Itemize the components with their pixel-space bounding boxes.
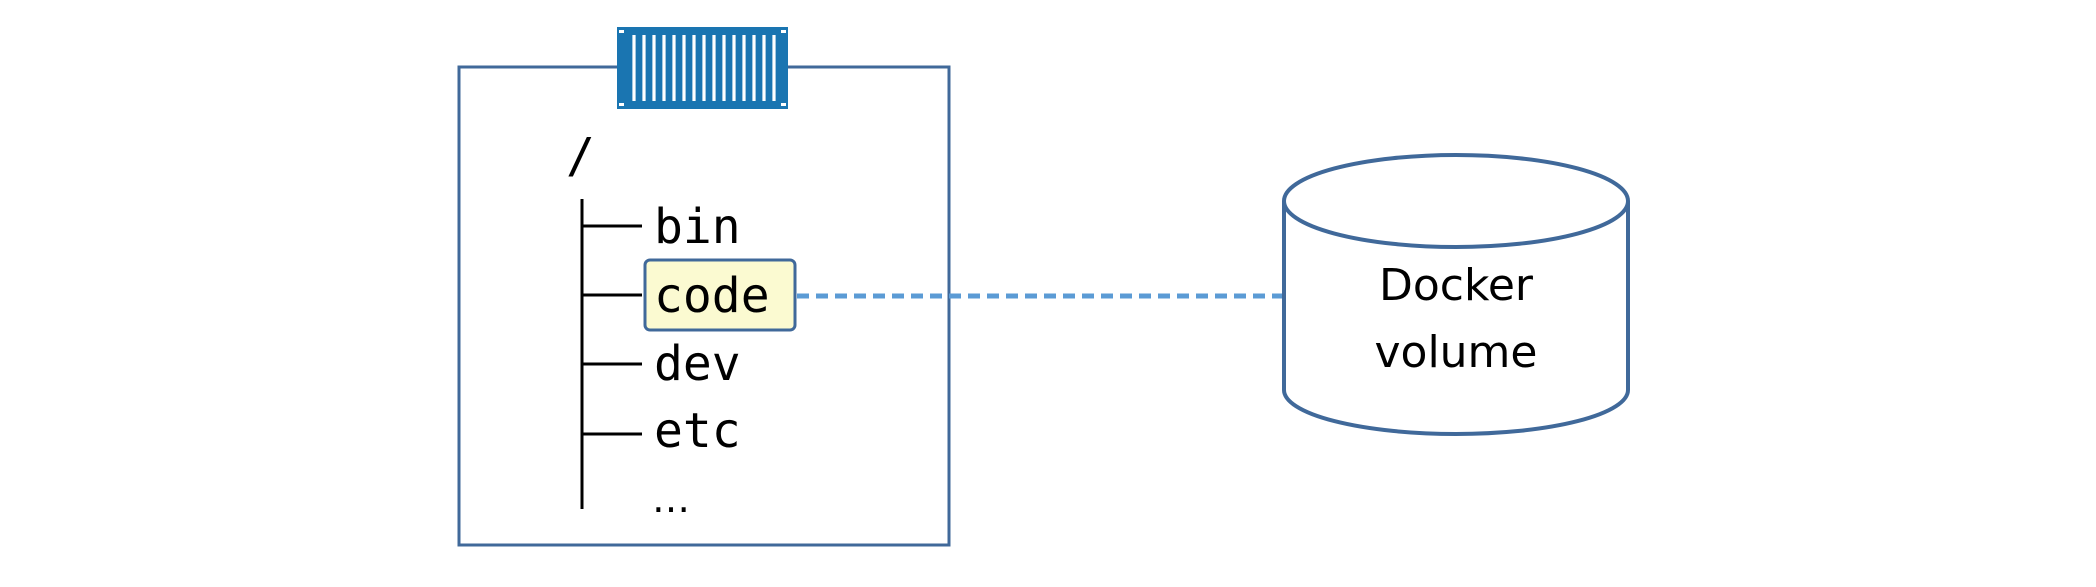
shipping-container-icon: [617, 27, 788, 109]
tree-ellipsis: …: [652, 477, 690, 521]
tree-item-code: code: [654, 268, 770, 324]
code-highlight-box: [643, 258, 797, 332]
tree-lines: [580, 199, 642, 509]
tree-item-dev: dev: [654, 336, 741, 392]
tree-item-etc: etc: [654, 403, 741, 459]
database-cylinder-icon: [1282, 153, 1630, 436]
tree-item-bin: bin: [654, 199, 741, 255]
volume-label-line1: Docker: [1379, 260, 1534, 311]
root-label: /: [566, 128, 595, 184]
volume-label-line2: volume: [1374, 327, 1537, 378]
